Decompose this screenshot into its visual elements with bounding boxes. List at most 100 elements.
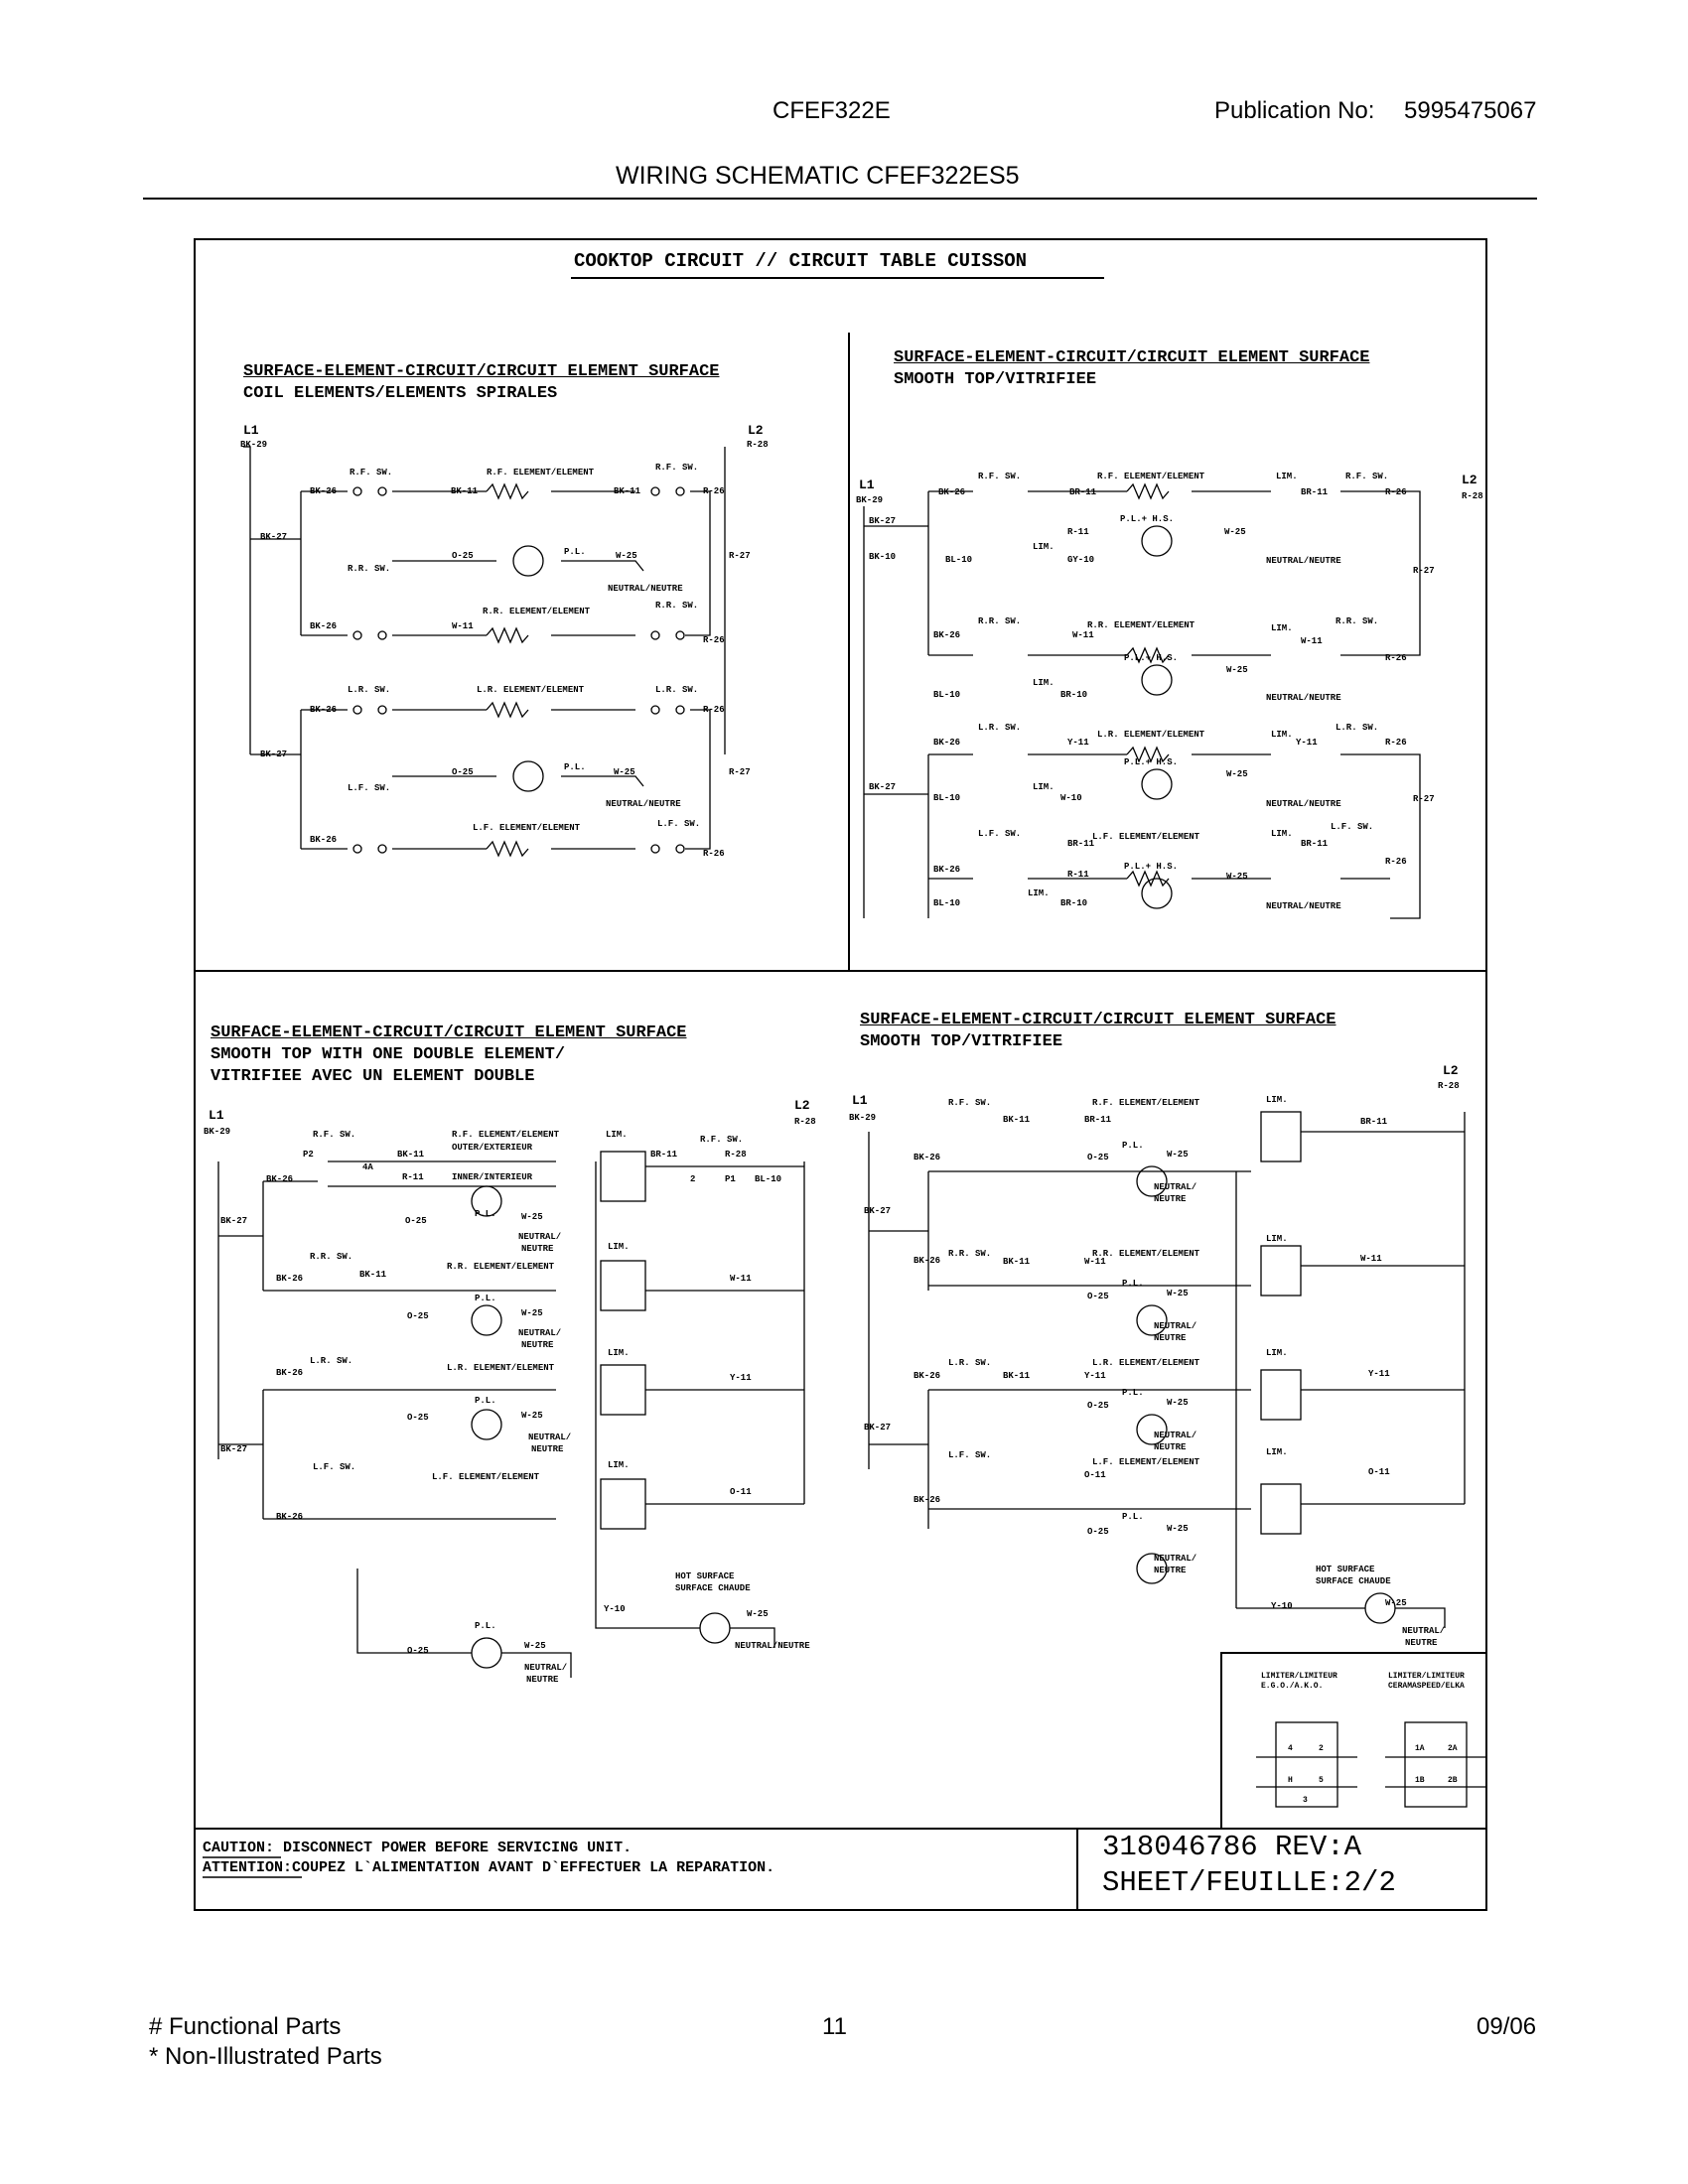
de-chaude-label: SURFACE CHAUDE bbox=[675, 1583, 751, 1593]
st-plhs2-label: P.L.+ H.S. bbox=[1124, 653, 1178, 663]
de-p1-label: P1 bbox=[725, 1174, 736, 1184]
st-gy10-label: GY-10 bbox=[1067, 555, 1094, 565]
coil-lf-sw2-label: L.F. SW. bbox=[657, 819, 700, 829]
st-bk26-label: BK-26 bbox=[938, 487, 965, 497]
st-r26b-label: R-26 bbox=[1385, 653, 1407, 663]
double-element-wires bbox=[217, 1151, 805, 1678]
st-r11b-label: R-11 bbox=[1067, 870, 1089, 880]
coil-neutral2-label: NEUTRAL/NEUTRE bbox=[606, 799, 681, 809]
sl-bk27b-label: BK-27 bbox=[864, 1423, 891, 1433]
coil-o25-label: O-25 bbox=[452, 551, 474, 561]
st-plhs-label: P.L.+ H.S. bbox=[1120, 514, 1174, 524]
de-lf-el-label: L.F. ELEMENT/ELEMENT bbox=[432, 1472, 540, 1482]
de-neutral2-b: NEUTRE bbox=[521, 1340, 554, 1350]
de-bk26-label: BK-26 bbox=[266, 1174, 293, 1184]
de-o25b-label: O-25 bbox=[407, 1311, 429, 1321]
sl-o11b-label: O-11 bbox=[1084, 1470, 1106, 1480]
st-br10b-label: BR-10 bbox=[1060, 898, 1087, 908]
coil-lr-sw2-label: L.R. SW. bbox=[655, 685, 698, 695]
sl-lr-sw-label: L.R. SW. bbox=[948, 1358, 991, 1368]
smooth-top-lower-line2: SMOOTH TOP/VITRIFIEE bbox=[860, 1032, 1063, 1051]
coil-w25b-label: W-25 bbox=[614, 767, 635, 777]
de-r11-label: R-11 bbox=[402, 1172, 424, 1182]
sl-neutral4-b: NEUTRE bbox=[1154, 1566, 1187, 1575]
st-lim5-label: LIM. bbox=[1271, 730, 1293, 740]
st-r26-label: R-26 bbox=[1385, 487, 1407, 497]
de-neutral-b: NEUTRE bbox=[521, 1244, 554, 1254]
sl-neutral2-a: NEUTRAL/ bbox=[1154, 1321, 1196, 1331]
coil-section-line2: COIL ELEMENTS/ELEMENTS SPIRALES bbox=[243, 384, 558, 403]
st-lf-el-label: L.F. ELEMENT/ELEMENT bbox=[1092, 832, 1200, 842]
st-bl10b-label: BL-10 bbox=[933, 690, 960, 700]
de-w25d-label: W-25 bbox=[747, 1609, 769, 1619]
sl-y10-label: Y-10 bbox=[1271, 1601, 1293, 1611]
st-lim4-label: LIM. bbox=[1033, 678, 1055, 688]
de-w25-label: W-25 bbox=[521, 1212, 543, 1222]
coil-l2-label: L2 bbox=[748, 423, 764, 438]
st-w11-label: W-11 bbox=[1072, 630, 1094, 640]
coil-lf-el-label: L.F. ELEMENT/ELEMENT bbox=[473, 823, 581, 833]
model-number: CFEF322E bbox=[773, 97, 891, 124]
de-o25-label: O-25 bbox=[405, 1216, 427, 1226]
smooth-top-right-line2: SMOOTH TOP/VITRIFIEE bbox=[894, 370, 1097, 389]
legend-cer-2b: 2B bbox=[1448, 1776, 1458, 1785]
st-r26c-label: R-26 bbox=[1385, 738, 1407, 748]
legend-ego-t4: 4 bbox=[1288, 1744, 1293, 1753]
publication-number: 5995475067 bbox=[1404, 97, 1537, 124]
sl-bk26b-label: BK-26 bbox=[914, 1256, 940, 1266]
coil-rr-sw-label: R.R. SW. bbox=[348, 564, 390, 574]
st-y11-label: Y-11 bbox=[1067, 738, 1089, 748]
st-lim2-label: LIM. bbox=[1033, 542, 1055, 552]
st-rf-sw2-label: R.F. SW. bbox=[1345, 472, 1388, 481]
st-rr-sw-label: R.R. SW. bbox=[978, 616, 1021, 626]
sl-bk11b-label: BK-11 bbox=[1003, 1257, 1031, 1267]
de-r28-label: R-28 bbox=[794, 1117, 816, 1127]
sl-bk29-label: BK-29 bbox=[849, 1113, 876, 1123]
smooth-top-right-wires bbox=[863, 482, 1487, 919]
st-w25c-label: W-25 bbox=[1226, 769, 1248, 779]
coil-o25b-label: O-25 bbox=[452, 767, 474, 777]
page-number: 11 bbox=[822, 2013, 847, 2040]
st-rr-el-label: R.R. ELEMENT/ELEMENT bbox=[1087, 620, 1196, 630]
sl-o11-label: O-11 bbox=[1368, 1467, 1390, 1477]
coil-r26c-label: R-26 bbox=[703, 705, 725, 715]
de-o25d-label: O-25 bbox=[407, 1646, 429, 1656]
legend-cer-2a: 2A bbox=[1448, 1744, 1458, 1753]
sl-bk26-label: BK-26 bbox=[914, 1153, 940, 1162]
de-pl2-label: P.L. bbox=[475, 1294, 496, 1303]
de-p2-label: P2 bbox=[303, 1150, 314, 1160]
coil-r26-label: R-26 bbox=[703, 486, 725, 496]
sl-w25d-label: W-25 bbox=[1167, 1524, 1189, 1534]
st-w25-label: W-25 bbox=[1224, 527, 1246, 537]
st-neutral4-label: NEUTRAL/NEUTRE bbox=[1266, 901, 1341, 911]
coil-rf-sw-label: R.F. SW. bbox=[350, 468, 392, 478]
coil-bk11-label: BK-11 bbox=[451, 486, 479, 496]
legend-ego-t2: 2 bbox=[1319, 1744, 1324, 1753]
de-rr-sw-label: R.R. SW. bbox=[310, 1252, 352, 1262]
schematic-frame bbox=[194, 238, 1487, 1911]
sl-bk26d-label: BK-26 bbox=[914, 1495, 940, 1505]
st-r27b-label: R-27 bbox=[1413, 794, 1435, 804]
sl-lim4-label: LIM. bbox=[1266, 1447, 1288, 1457]
st-plhs4-label: P.L.+ H.S. bbox=[1124, 862, 1178, 872]
sl-br11b-label: BR-11 bbox=[1084, 1115, 1112, 1125]
de-neutral3-a: NEUTRAL/ bbox=[528, 1433, 571, 1442]
st-bl10d-label: BL-10 bbox=[933, 898, 960, 908]
st-l1-label: L1 bbox=[859, 478, 875, 492]
de-rf-sw2-label: R.F. SW. bbox=[700, 1135, 743, 1145]
legend-cer-label: LIMITER/LIMITEUR bbox=[1388, 1672, 1465, 1681]
de-lim4-label: LIM. bbox=[608, 1460, 630, 1470]
de-outer-label: OUTER/EXTERIEUR bbox=[452, 1143, 533, 1153]
attention-line: ATTENTION:COUPEZ L`ALIMENTATION AVANT D`… bbox=[203, 1859, 774, 1876]
coil-rr-sw2-label: R.R. SW. bbox=[655, 601, 698, 611]
st-bk27b-label: BK-27 bbox=[869, 782, 896, 792]
sl-w25c-label: W-25 bbox=[1167, 1398, 1189, 1408]
de-lr-el-label: L.R. ELEMENT/ELEMENT bbox=[447, 1363, 555, 1373]
sl-chaude-label: SURFACE CHAUDE bbox=[1316, 1576, 1391, 1586]
caution-label: CAUTION: bbox=[203, 1840, 275, 1856]
sl-lim3-label: LIM. bbox=[1266, 1348, 1288, 1358]
part-number: 318046786 REV:A bbox=[1102, 1831, 1362, 1863]
de-rf-sw-label: R.F. SW. bbox=[313, 1130, 355, 1140]
footer-functional-parts: # Functional Parts bbox=[149, 2013, 342, 2040]
sl-rf-el-label: R.F. ELEMENT/ELEMENT bbox=[1092, 1098, 1200, 1108]
